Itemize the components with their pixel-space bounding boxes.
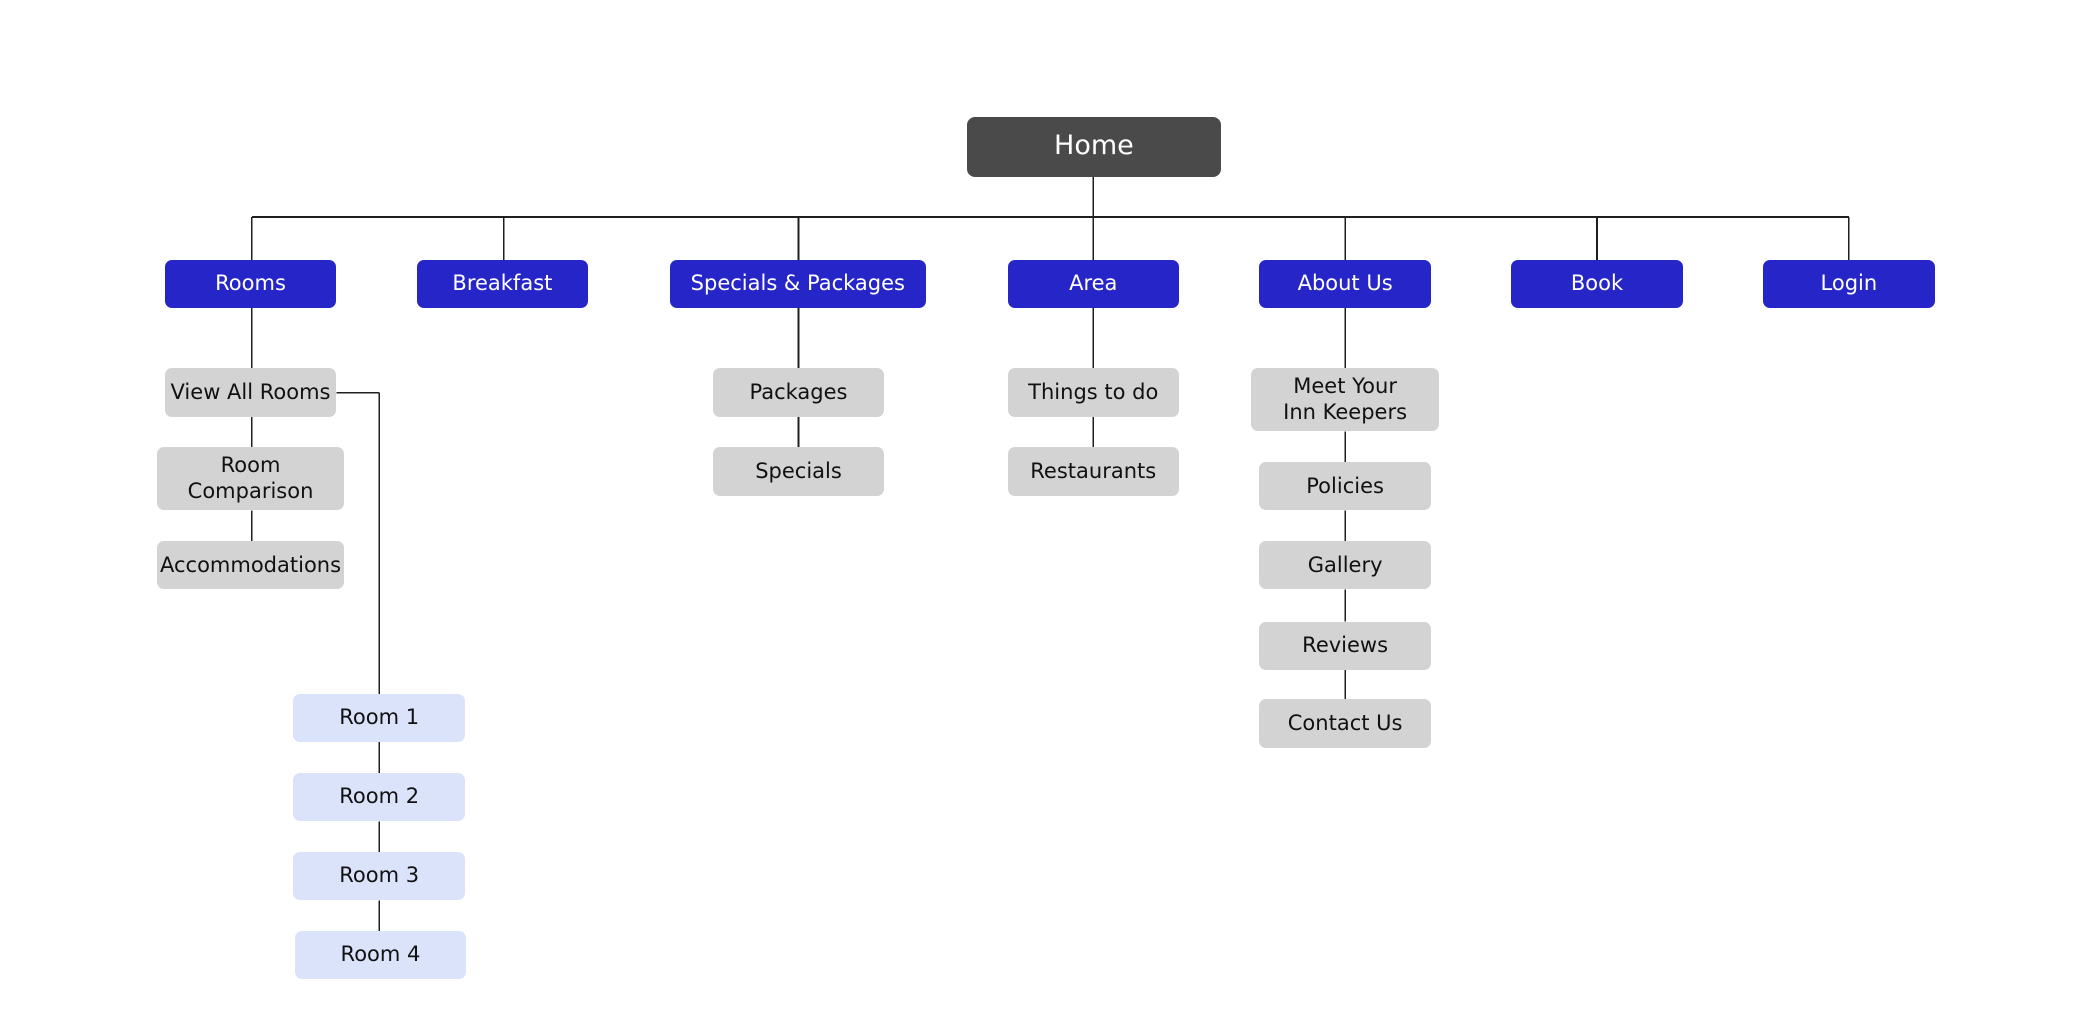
room-label: Room 1 (339, 705, 420, 730)
page-gallery[interactable]: Gallery (1259, 541, 1431, 590)
page-label: Specials (755, 458, 842, 483)
room-3-node[interactable]: Room 3 (293, 852, 465, 901)
room-label: Room 4 (340, 942, 421, 967)
home-label: Home (1054, 130, 1134, 162)
page-label: Contact Us (1287, 710, 1403, 735)
page-label: Things to do (1028, 379, 1159, 404)
section-label: Area (1069, 271, 1118, 296)
section-login[interactable]: Login (1763, 259, 1935, 309)
page-things-to-do[interactable]: Things to do (1007, 368, 1179, 417)
page-meet-your-inn-keepers[interactable]: Meet Your Inn Keepers (1251, 368, 1439, 432)
page-label: Packages (749, 379, 848, 404)
page-label: Room Comparison (187, 453, 314, 503)
page-room-comparison[interactable]: Room Comparison (156, 447, 345, 511)
page-label: View All Rooms (170, 379, 331, 404)
room-label: Room 2 (339, 784, 420, 809)
room-label: Room 3 (339, 863, 420, 888)
room-4-node[interactable]: Room 4 (294, 931, 467, 980)
section-specials-packages[interactable]: Specials & Packages (669, 259, 926, 309)
page-packages[interactable]: Packages (712, 368, 885, 417)
page-restaurants[interactable]: Restaurants (1007, 447, 1179, 496)
page-label: Restaurants (1030, 458, 1157, 483)
room-2-node[interactable]: Room 2 (293, 773, 465, 822)
page-policies[interactable]: Policies (1259, 462, 1431, 511)
section-book[interactable]: Book (1511, 259, 1683, 309)
section-breakfast[interactable]: Breakfast (416, 259, 589, 309)
page-label: Reviews (1302, 632, 1389, 657)
page-contact-us[interactable]: Contact Us (1259, 699, 1431, 748)
section-label: Book (1570, 271, 1624, 296)
page-label: Meet Your Inn Keepers (1283, 374, 1408, 424)
page-label: Policies (1306, 473, 1384, 498)
page-specials[interactable]: Specials (712, 447, 885, 496)
section-label: Breakfast (452, 271, 553, 296)
section-label: Specials & Packages (690, 271, 905, 296)
section-rooms[interactable]: Rooms (164, 259, 337, 309)
home-node[interactable]: Home (967, 116, 1221, 177)
page-view-all-rooms[interactable]: View All Rooms (164, 368, 337, 417)
section-about-us[interactable]: About Us (1259, 259, 1431, 309)
room-1-node[interactable]: Room 1 (293, 694, 465, 743)
section-area[interactable]: Area (1007, 259, 1179, 309)
section-label: About Us (1297, 271, 1393, 296)
page-reviews[interactable]: Reviews (1259, 621, 1431, 670)
page-label: Accommodations (159, 552, 342, 577)
page-accommodations[interactable]: Accommodations (156, 541, 345, 590)
page-label: Gallery (1307, 552, 1383, 577)
section-label: Rooms (215, 271, 286, 296)
section-label: Login (1820, 271, 1878, 296)
